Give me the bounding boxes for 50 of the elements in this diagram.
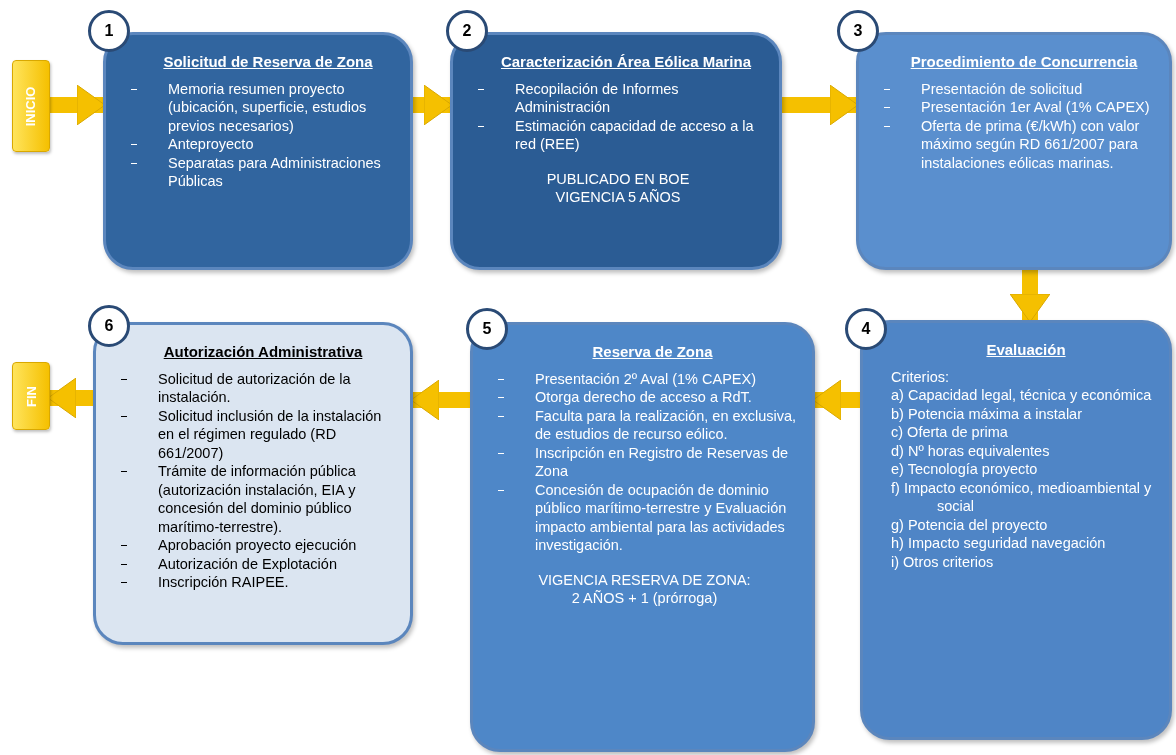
list-item: Solicitud de autorización de la instalación.: [158, 370, 351, 405]
list-item: Recopilación de Informes Administración: [515, 80, 679, 115]
step-number: 3: [837, 10, 879, 52]
list-item: Trámite de información pública (autorización instalación, EIA y concesión del dominio público marítimo-terrestre).: [158, 463, 356, 535]
list-item: Solicitud inclusión de la instalación en el régimen regulado (RD 661/2007): [158, 407, 382, 461]
criterion-item: g) Potencia del proyecto: [890, 515, 1049, 534]
step-number: 5: [466, 308, 508, 350]
list-item: Faculta para la realización, en exclusiva, de estudios de recurso eólico.: [535, 407, 797, 442]
criterion-item: b) Potencia máxima a instalar: [890, 404, 1083, 423]
box-heading: Caracterización Área Eólica Marina: [499, 53, 753, 72]
process-box: [470, 322, 815, 752]
tab-label: FIN: [23, 385, 39, 407]
step-number: 6: [88, 305, 130, 347]
list-item: Separatas para Administraciones Públicas: [168, 154, 381, 189]
list-item: Autorización de Explotación: [158, 555, 337, 572]
list-item: Presentación 1er Aval (1% CAPEX): [921, 99, 1150, 115]
list-item: Estimación capacidad de acceso a la red (REE): [515, 117, 754, 152]
box-heading: Solicitud de Reserva de Zona: [162, 53, 374, 72]
list-item: Inscripción en Registro de Reservas de Zona: [535, 444, 789, 479]
box-heading: Autorización Administrativa: [162, 343, 364, 362]
list-item: Inscripción RAIPEE.: [158, 574, 289, 590]
list-item: Anteproyecto: [168, 136, 254, 152]
box-heading: Procedimiento de Concurrencia: [909, 53, 1139, 72]
tab-label: INICIO: [23, 86, 39, 126]
note-text: VIGENCIA 5 AÑOS: [554, 188, 682, 207]
step-number: 2: [446, 10, 488, 52]
step-number: 1: [88, 10, 130, 52]
step-number: 4: [845, 308, 887, 350]
body-text: Criterios:: [890, 367, 950, 386]
criterion-item: i) Otros criterios: [890, 552, 995, 571]
note-text: 2 AÑOS + 1 (prórroga): [570, 589, 719, 608]
list-item: Memoria resumen proyecto (ubicación, superficie, estudios previos necesarios): [168, 80, 367, 134]
terminal-tab: [12, 362, 50, 430]
criterion-item: a) Capacidad legal, técnica y económica: [890, 386, 1153, 405]
box-heading: Reserva de Zona: [591, 343, 714, 362]
process-box: [860, 320, 1172, 740]
criterion-item: d) Nº horas equivalentes: [890, 441, 1051, 460]
criterion-item: c) Oferta de prima: [890, 423, 1009, 442]
terminal-tab: [12, 60, 50, 152]
box-heading: Evaluación: [985, 341, 1067, 360]
list-item: Oferta de prima (€/kWh) con valor máximo según RD 661/2007 para instalaciones eólicas marinas.: [921, 117, 1140, 171]
note-text: VIGENCIA RESERVA DE ZONA:: [537, 570, 752, 589]
list-item: Otorga derecho de acceso a RdT.: [535, 389, 752, 405]
criterion-item: h) Impacto seguridad navegación: [890, 534, 1107, 553]
list-item: Presentación 2º Aval (1% CAPEX): [535, 370, 757, 387]
list-item: Concesión de ocupación de dominio público marítimo-terrestre y Evaluación impacto ambiental para las actividades investigación.: [535, 481, 787, 553]
criterion-item: e) Tecnología proyecto: [890, 460, 1039, 479]
list-item: Aprobación proyecto ejecución: [158, 537, 357, 553]
list-item: Presentación de solicitud: [921, 80, 1083, 97]
note-text: PUBLICADO EN BOE: [545, 169, 691, 188]
